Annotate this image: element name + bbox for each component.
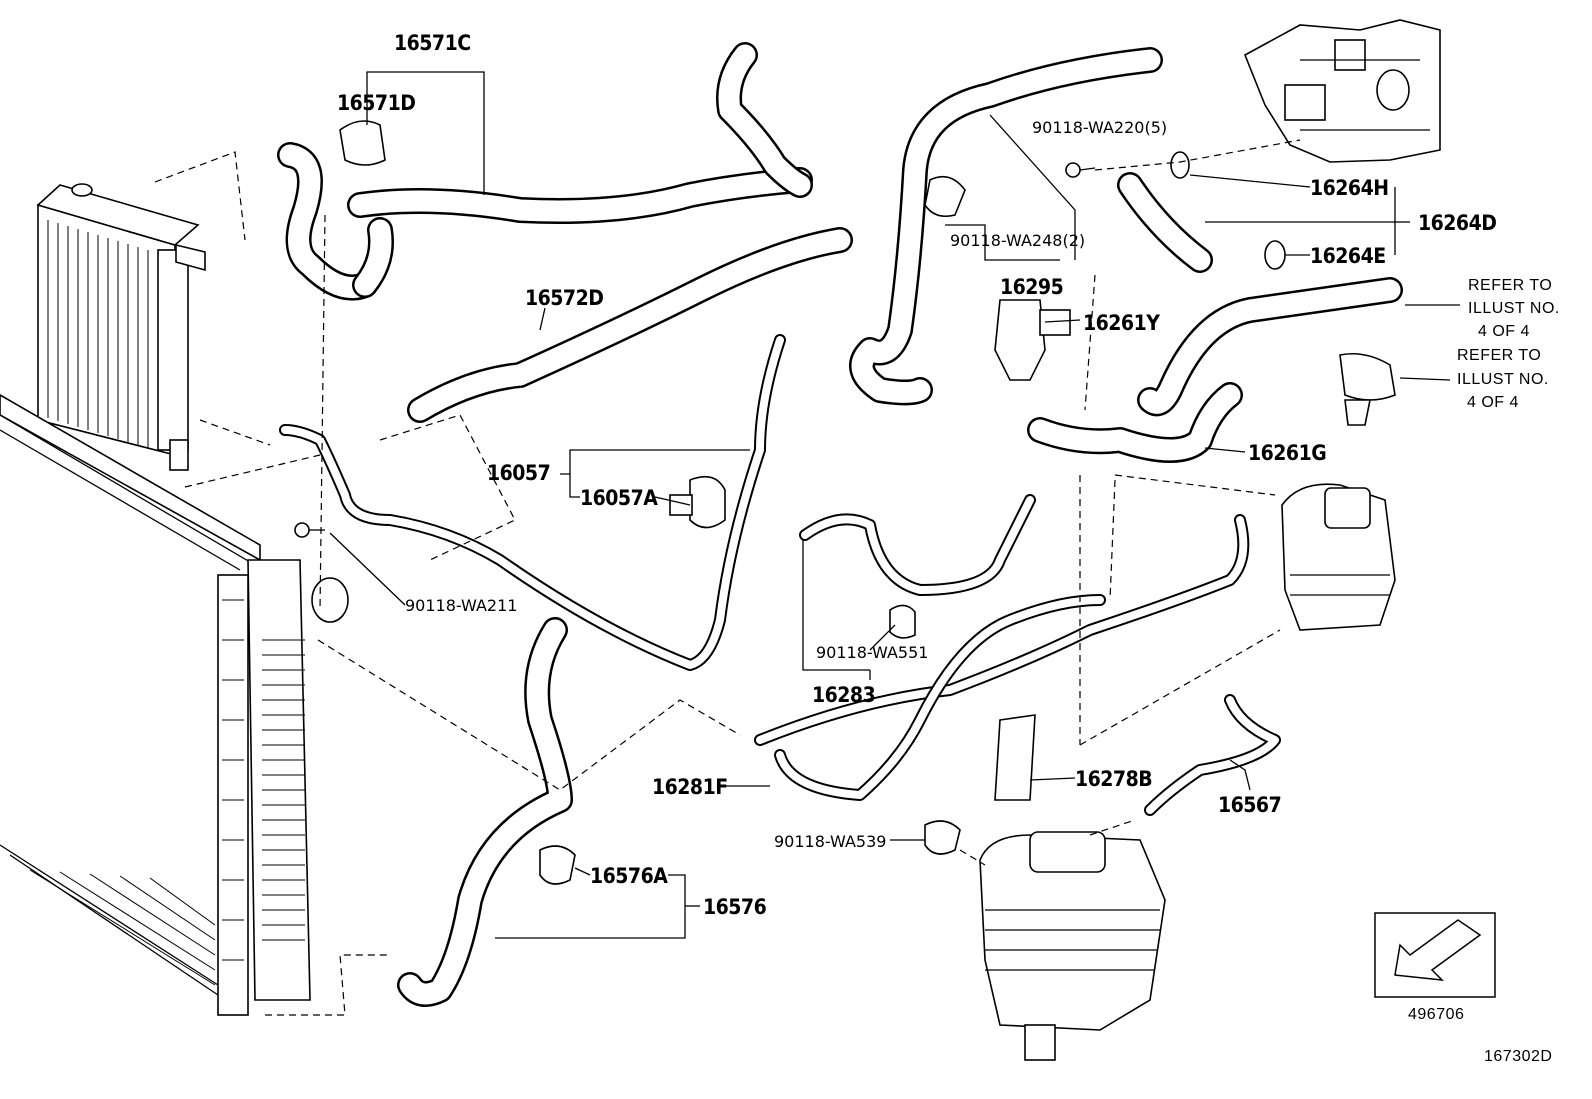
svg-text:4 OF 4: 4 OF 4 (1478, 323, 1530, 340)
bracket-16278B (994, 714, 1036, 801)
label-16571D: 16571D (337, 91, 415, 115)
hose-16283 (799, 494, 1036, 596)
clip-16576A (539, 845, 576, 885)
label-90118-WA551: 90118-WA551 (816, 643, 928, 662)
clip-90118-WA551 (889, 604, 916, 639)
label-16281F: 16281F (652, 775, 728, 799)
engine-block-illustration (1243, 19, 1441, 163)
hose-16576 (397, 617, 573, 1007)
label-16283: 16283 (812, 683, 875, 707)
arrow-box-code: 496706 (1408, 1006, 1464, 1023)
clip-90118-WA248 (924, 175, 966, 218)
hose-16281F (754, 514, 1250, 801)
leader-lines (329, 71, 1460, 939)
svg-text:ILLUST NO.: ILLUST NO. (1468, 300, 1560, 317)
svg-text:REFER TO: REFER TO (1468, 277, 1552, 294)
view-arrow-box (1374, 912, 1496, 998)
label-90118-WA539: 90118-WA539 (774, 832, 886, 851)
valve-16261Y (994, 299, 1071, 381)
label-16576: 16576 (703, 895, 767, 919)
clip-90118-WA539 (924, 820, 961, 855)
oring-16264E (1264, 240, 1286, 270)
label-16576A: 16576A (590, 864, 668, 888)
hose-16571C (277, 142, 813, 301)
svg-text:REFER TO: REFER TO (1457, 347, 1541, 364)
label-90118-WA211: 90118-WA211 (405, 596, 517, 615)
reservoir-tank-lower (979, 831, 1166, 1061)
refer-note-lower: REFER TO ILLUST NO. 4 OF 4 (1457, 347, 1549, 411)
bolt-90118-WA220 (1065, 162, 1096, 178)
bolt-90118-WA211 (294, 522, 325, 538)
hose-16572D (407, 227, 853, 423)
pipe-16567 (1144, 694, 1281, 816)
label-90118-WA220: 90118-WA220(5) (1032, 118, 1167, 137)
hose-upper-outlet (716, 42, 813, 198)
hose-16264D (1117, 172, 1213, 273)
connector-right-refer (1339, 352, 1396, 426)
hose-16295 (849, 47, 1163, 406)
label-16264D: 16264D (1418, 211, 1496, 235)
label-16057A: 16057A (580, 486, 658, 510)
part-labels: 16571C 16571D 16572D 16057 16057A 90118-… (337, 31, 1497, 919)
label-16571C: 16571C (394, 31, 471, 55)
main-radiator-illustration (0, 394, 349, 1016)
label-16057: 16057 (487, 461, 550, 485)
svg-text:ILLUST NO.: ILLUST NO. (1457, 371, 1549, 388)
label-16278B: 16278B (1075, 767, 1152, 791)
hose-16057 (279, 334, 786, 671)
oring-16264H (1170, 151, 1190, 179)
refer-note-upper: REFER TO ILLUST NO. 4 OF 4 (1468, 277, 1560, 340)
svg-text:4 OF 4: 4 OF 4 (1467, 394, 1519, 411)
clamp-16057A (669, 475, 726, 529)
label-16264H: 16264H (1310, 176, 1389, 200)
label-16572D: 16572D (525, 286, 603, 310)
label-16295: 16295 (1000, 275, 1063, 299)
diagram-id: 167302D (1484, 1048, 1552, 1065)
dashed-reference-lines (154, 139, 1301, 1016)
label-16567: 16567 (1218, 793, 1281, 817)
small-radiator-illustration (36, 183, 206, 471)
label-16261G: 16261G (1248, 441, 1326, 465)
label-16264E: 16264E (1310, 244, 1386, 268)
label-90118-WA248: 90118-WA248(2) (950, 231, 1085, 250)
reservoir-tank-upper (1281, 483, 1396, 631)
hose-16261G (1027, 277, 1403, 463)
label-16261Y: 16261Y (1083, 311, 1160, 335)
clamp-16571D (339, 120, 386, 166)
